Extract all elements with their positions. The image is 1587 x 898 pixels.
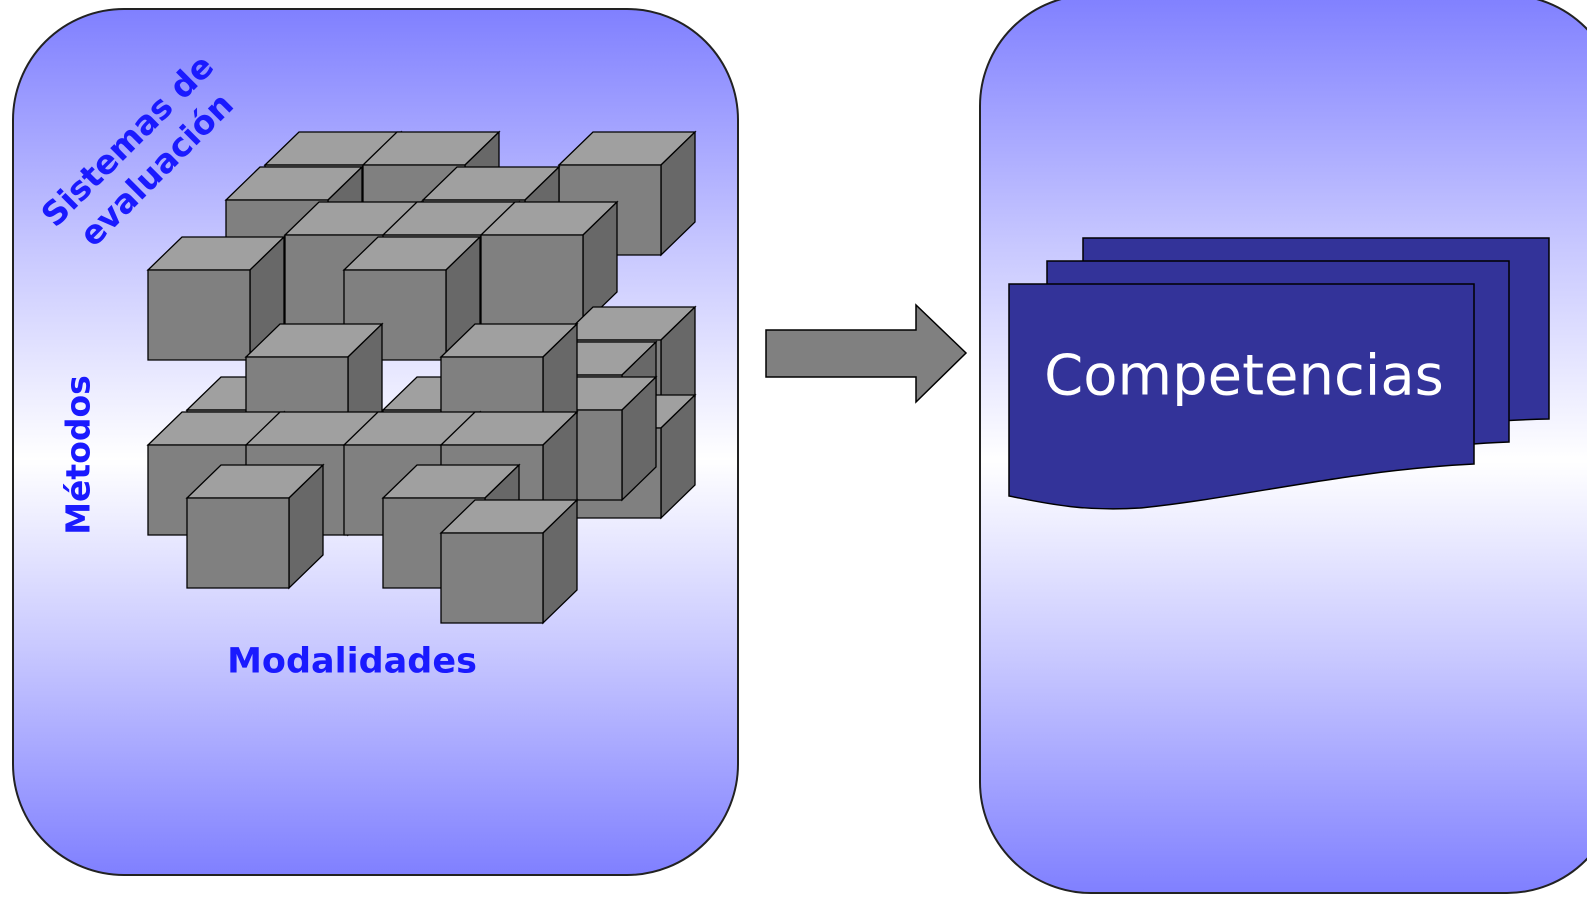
document-front	[1008, 283, 1475, 510]
cube-front-face	[480, 234, 584, 326]
document-stack-icon	[1008, 237, 1550, 510]
competencias-label: Competencias	[1044, 343, 1444, 409]
cube-grid-icon	[146, 130, 697, 625]
modalidades-label: Modalidades	[227, 641, 477, 682]
cube-front-face	[186, 497, 290, 589]
right-arrow-icon	[765, 303, 968, 404]
cube-front-face	[147, 269, 251, 361]
cube-front-face	[440, 532, 544, 624]
metodos-label: Métodos	[58, 375, 98, 535]
